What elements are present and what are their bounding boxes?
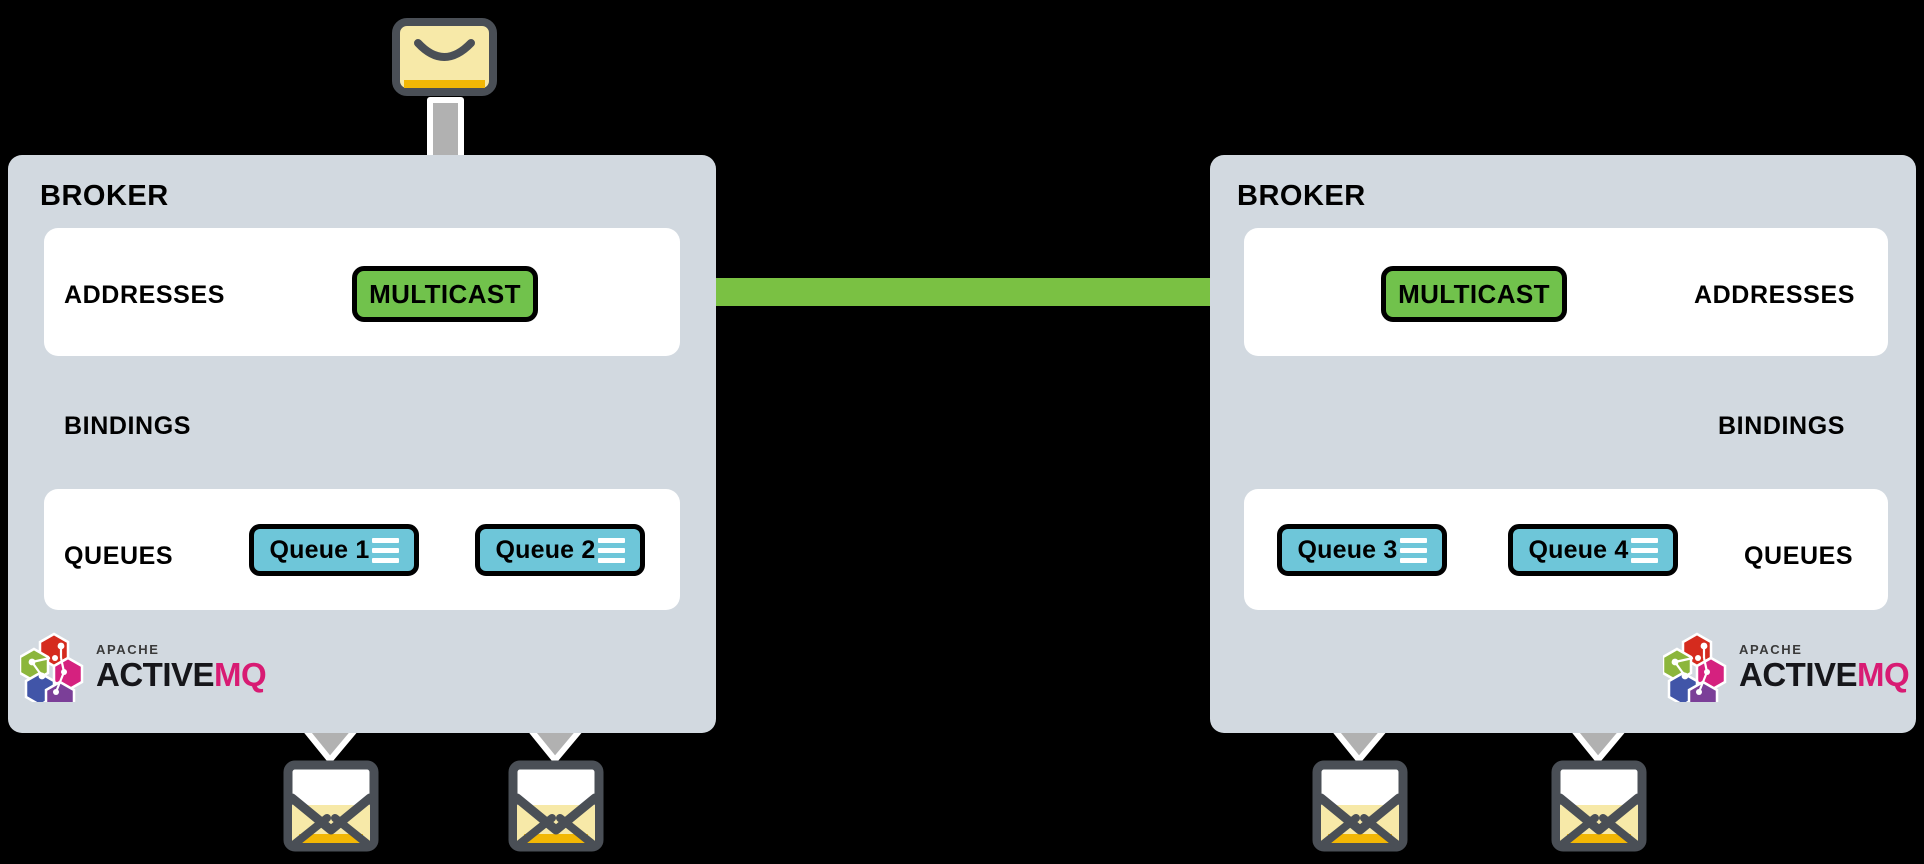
logo-apache-text: APACHE (1739, 642, 1803, 657)
logo-mq-text: MQ (1857, 656, 1910, 693)
logo-active-text: ACTIVE (96, 656, 215, 693)
activemq-logo-right: APACHE ACTIVEMQ (1663, 632, 1910, 702)
list-icon (371, 538, 399, 563)
list-icon (1630, 538, 1658, 563)
address-node-label: MULTICAST (369, 278, 521, 309)
broker-title-left: BROKER (40, 180, 169, 212)
logo-active-text: ACTIVE (1739, 656, 1858, 693)
queue-node-label: Queue 4 (1528, 535, 1629, 564)
queue-node-queue-3[interactable]: Queue 3 (1277, 524, 1447, 576)
logo-mq-text: MQ (214, 656, 267, 693)
queue-node-label: Queue 1 (269, 535, 370, 564)
producer-envelope (392, 18, 497, 96)
consumer-envelope-1 (283, 760, 379, 852)
broker-title-right: BROKER (1237, 180, 1366, 212)
queues-label-right: QUEUES (1744, 542, 1854, 570)
activemq-wordmark: APACHE ACTIVEMQ (1739, 642, 1910, 693)
addresses-label-left: ADDRESSES (64, 281, 225, 309)
consumer-envelope-2 (508, 760, 604, 852)
bindings-label-right: BINDINGS (1718, 412, 1846, 440)
queue-node-queue-4[interactable]: Queue 4 (1508, 524, 1678, 576)
logo-apache-text: APACHE (96, 642, 160, 657)
activemq-hex-mark (1663, 632, 1727, 702)
bindings-label-left: BINDINGS (64, 412, 192, 440)
addresses-label-right: ADDRESSES (1694, 281, 1855, 309)
consumer-envelope-4 (1551, 760, 1647, 852)
activemq-wordmark: APACHE ACTIVEMQ (96, 642, 267, 693)
list-icon (597, 538, 625, 563)
list-icon (1399, 538, 1427, 563)
logo-activemq-text: ACTIVEMQ (96, 656, 267, 693)
activemq-logo-left: APACHE ACTIVEMQ (20, 632, 267, 702)
queues-label-left: QUEUES (64, 542, 174, 570)
address-node-multicast-left[interactable]: MULTICAST (352, 266, 538, 322)
queue-node-label: Queue 2 (495, 535, 596, 564)
queue-node-queue-1[interactable]: Queue 1 (249, 524, 419, 576)
consumer-envelope-3 (1312, 760, 1408, 852)
logo-activemq-text: ACTIVEMQ (1739, 656, 1910, 693)
queue-node-label: Queue 3 (1297, 535, 1398, 564)
address-node-multicast-right[interactable]: MULTICAST (1381, 266, 1567, 322)
address-node-label: MULTICAST (1398, 278, 1550, 309)
activemq-hex-mark (20, 632, 84, 702)
queue-node-queue-2[interactable]: Queue 2 (475, 524, 645, 576)
